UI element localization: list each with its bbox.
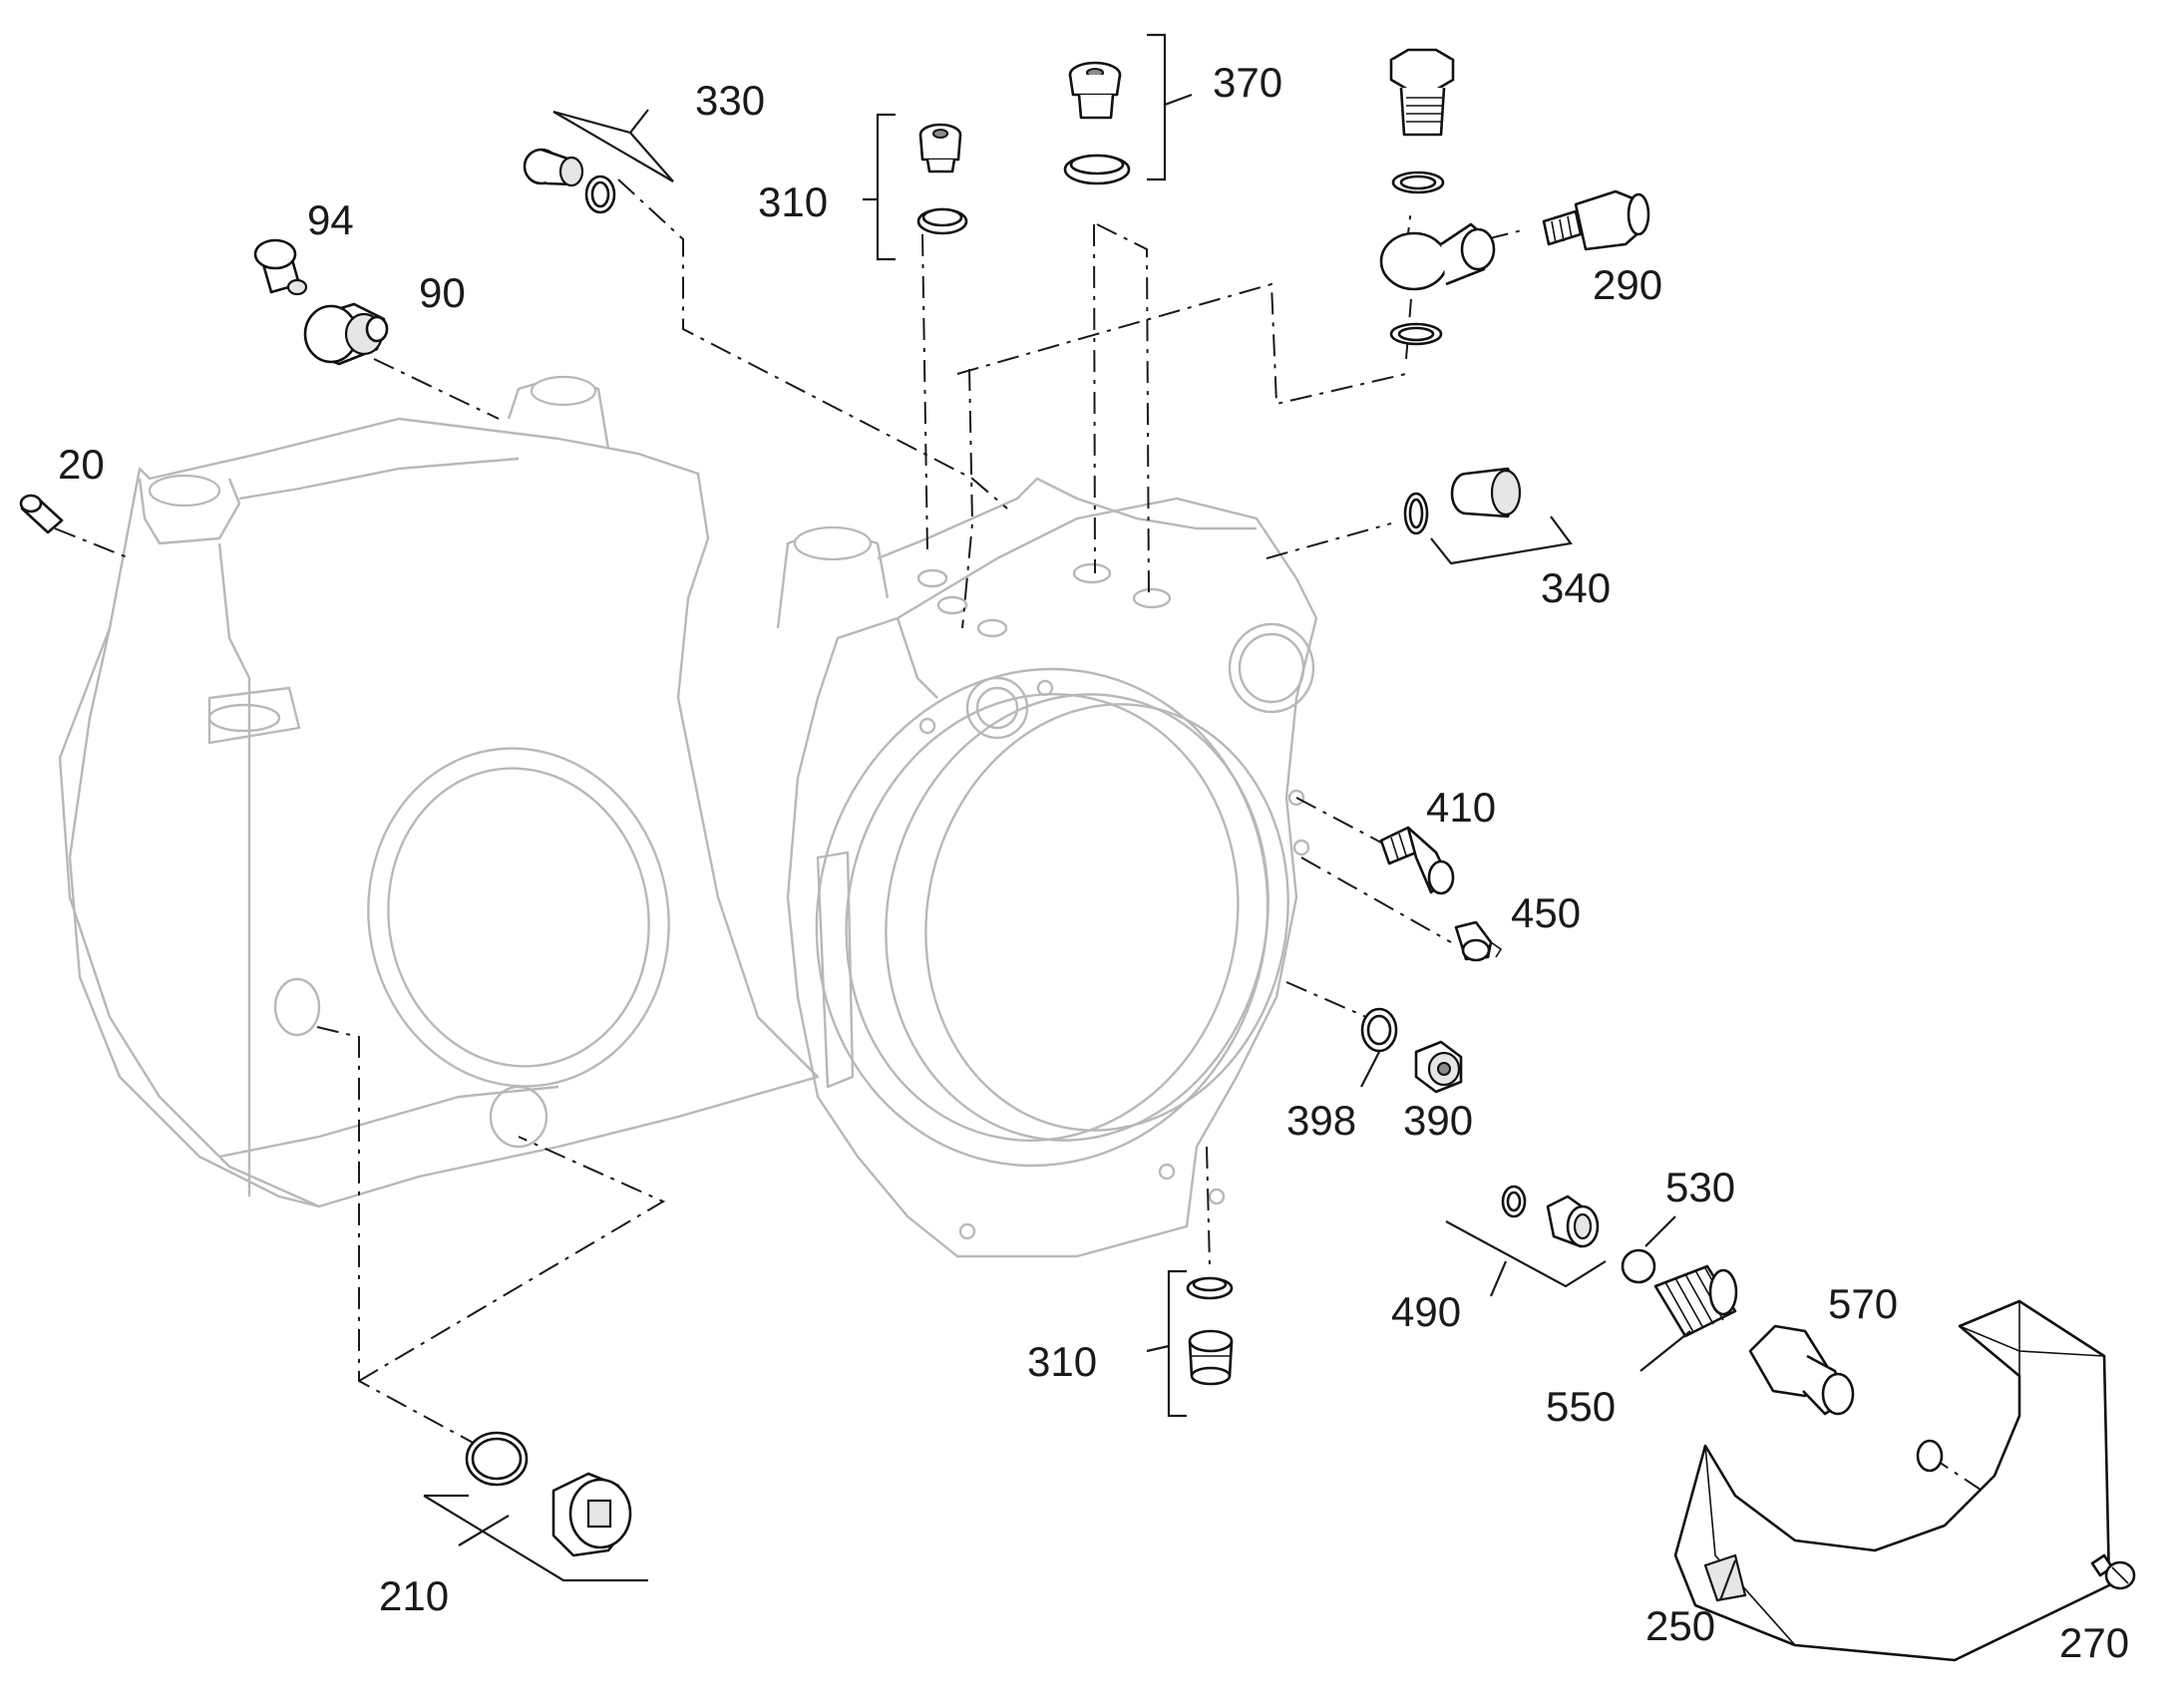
callout-90: 90 bbox=[419, 269, 466, 316]
part-340-plug-and-seal bbox=[1403, 467, 1522, 535]
part-330-plug-and-seal bbox=[523, 148, 616, 214]
callout-290: 290 bbox=[1593, 261, 1662, 308]
callout-310-bottom: 310 bbox=[1027, 1338, 1097, 1385]
callout-530: 530 bbox=[1665, 1164, 1735, 1210]
part-370-plug-and-washer bbox=[1063, 61, 1131, 185]
part-210-drain-plug-and-ring bbox=[465, 1431, 632, 1557]
banjo-fitting-assembly bbox=[1379, 48, 1496, 346]
callout-390: 390 bbox=[1403, 1097, 1473, 1144]
part-390-plug bbox=[1414, 1040, 1463, 1094]
leader-lines bbox=[423, 33, 1737, 1601]
callout-250: 250 bbox=[1645, 1602, 1715, 1649]
part-270-screw bbox=[2090, 1553, 2136, 1590]
part-450-nipple bbox=[1454, 920, 1503, 962]
part-290-pressure-sender bbox=[1542, 189, 1650, 251]
callout-210: 210 bbox=[379, 1572, 449, 1619]
callout-330: 330 bbox=[695, 77, 765, 124]
transmission-housing bbox=[58, 375, 1318, 1258]
part-570-plug bbox=[1748, 1324, 1855, 1416]
part-410-fitting bbox=[1379, 826, 1455, 895]
callout-370: 370 bbox=[1213, 59, 1282, 106]
part-550-spring bbox=[1653, 1264, 1738, 1338]
callout-340: 340 bbox=[1541, 564, 1611, 611]
part-530-ball bbox=[1621, 1248, 1656, 1284]
part-398-o-ring bbox=[1360, 1007, 1398, 1053]
part-250-guard bbox=[1673, 1299, 2111, 1662]
callout-490: 490 bbox=[1391, 1288, 1461, 1335]
callout-310-top: 310 bbox=[758, 178, 828, 225]
callout-450: 450 bbox=[1511, 889, 1581, 936]
callout-550: 550 bbox=[1546, 1383, 1616, 1430]
callout-labels: 330 310 370 94 90 20 290 340 410 450 398… bbox=[58, 59, 2129, 1666]
callout-270: 270 bbox=[2059, 1619, 2129, 1666]
callout-570: 570 bbox=[1828, 1280, 1898, 1327]
callout-94: 94 bbox=[307, 196, 354, 243]
part-94-plug bbox=[253, 238, 308, 296]
assembly-axis-lines bbox=[54, 178, 2095, 1566]
callout-410: 410 bbox=[1426, 784, 1496, 831]
part-90-flanged-plug bbox=[303, 302, 389, 366]
part-20-dowel-pin bbox=[19, 494, 64, 534]
callout-20: 20 bbox=[58, 441, 105, 488]
part-310-top-plug-and-washer bbox=[916, 123, 968, 235]
callout-398: 398 bbox=[1286, 1097, 1356, 1144]
part-310-bottom-washer-and-plug bbox=[1186, 1276, 1234, 1386]
part-490-ring-and-bushing bbox=[1501, 1185, 1600, 1248]
